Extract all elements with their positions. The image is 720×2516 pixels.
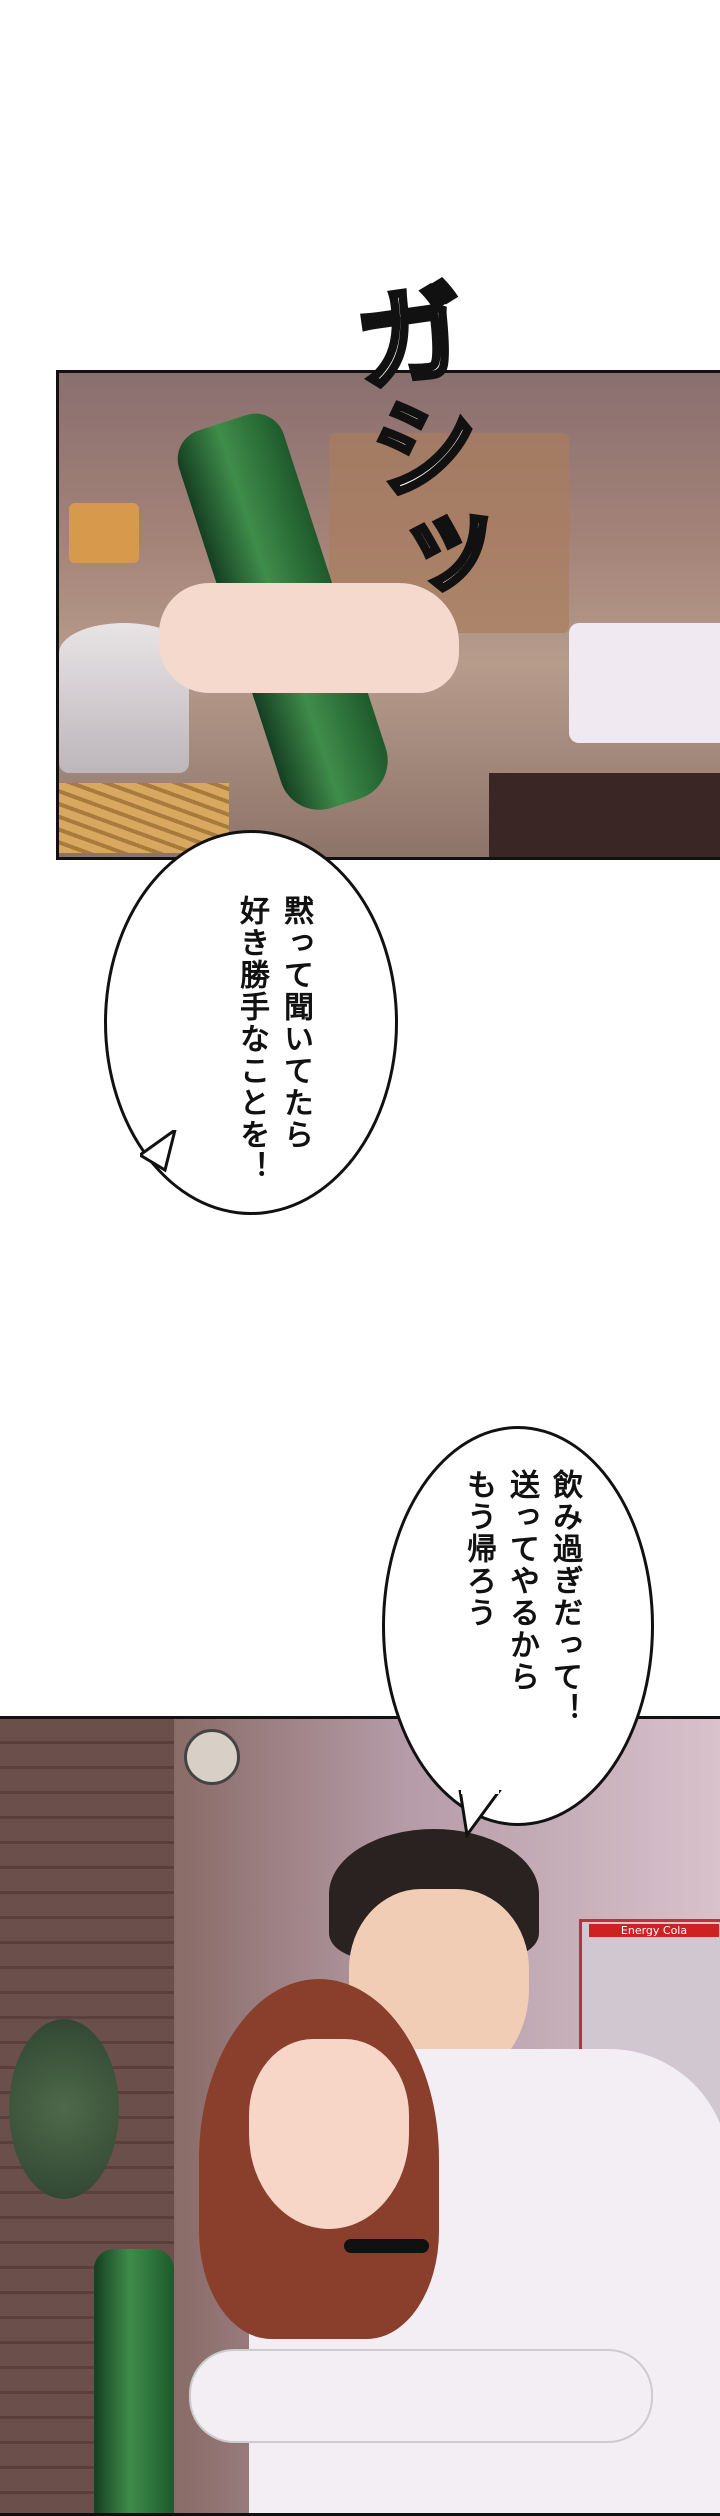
- speech-line-2: 送ってやるから: [504, 1469, 539, 1693]
- speech-bubble-2: 飲み過ぎだって！ 送ってやるから もう帰ろう: [382, 1426, 654, 1826]
- speech-line-1: 飲み過ぎだって！: [547, 1469, 582, 1725]
- shirt-sleeve: [569, 623, 720, 743]
- choker: [344, 2239, 429, 2253]
- wall-clock: [184, 1729, 240, 1785]
- woman-face: [249, 2039, 409, 2229]
- table-edge: [489, 773, 720, 857]
- speech-line-2: 好き勝手なことを！: [234, 895, 269, 1183]
- plant: [9, 2019, 119, 2199]
- beer-mugs: [69, 503, 139, 563]
- speech-bubble-2-tail: [458, 1790, 502, 1839]
- green-bottle-2: [94, 2249, 174, 2513]
- comic-panel-bottle-grab: [56, 370, 720, 860]
- speech-line-1: 黙って聞いてたら: [278, 895, 313, 1151]
- man-arm: [189, 2349, 653, 2443]
- comic-panel-couple: Energy Cola: [0, 1716, 720, 2516]
- hand: [159, 583, 459, 693]
- speech-bubble-1: 黙って聞いてたら 好き勝手なことを！: [104, 830, 398, 1215]
- speech-line-3: もう帰ろう: [461, 1469, 496, 1629]
- fridge-sign: Energy Cola: [589, 1924, 719, 1937]
- speech-bubble-1-tail: [140, 1130, 177, 1173]
